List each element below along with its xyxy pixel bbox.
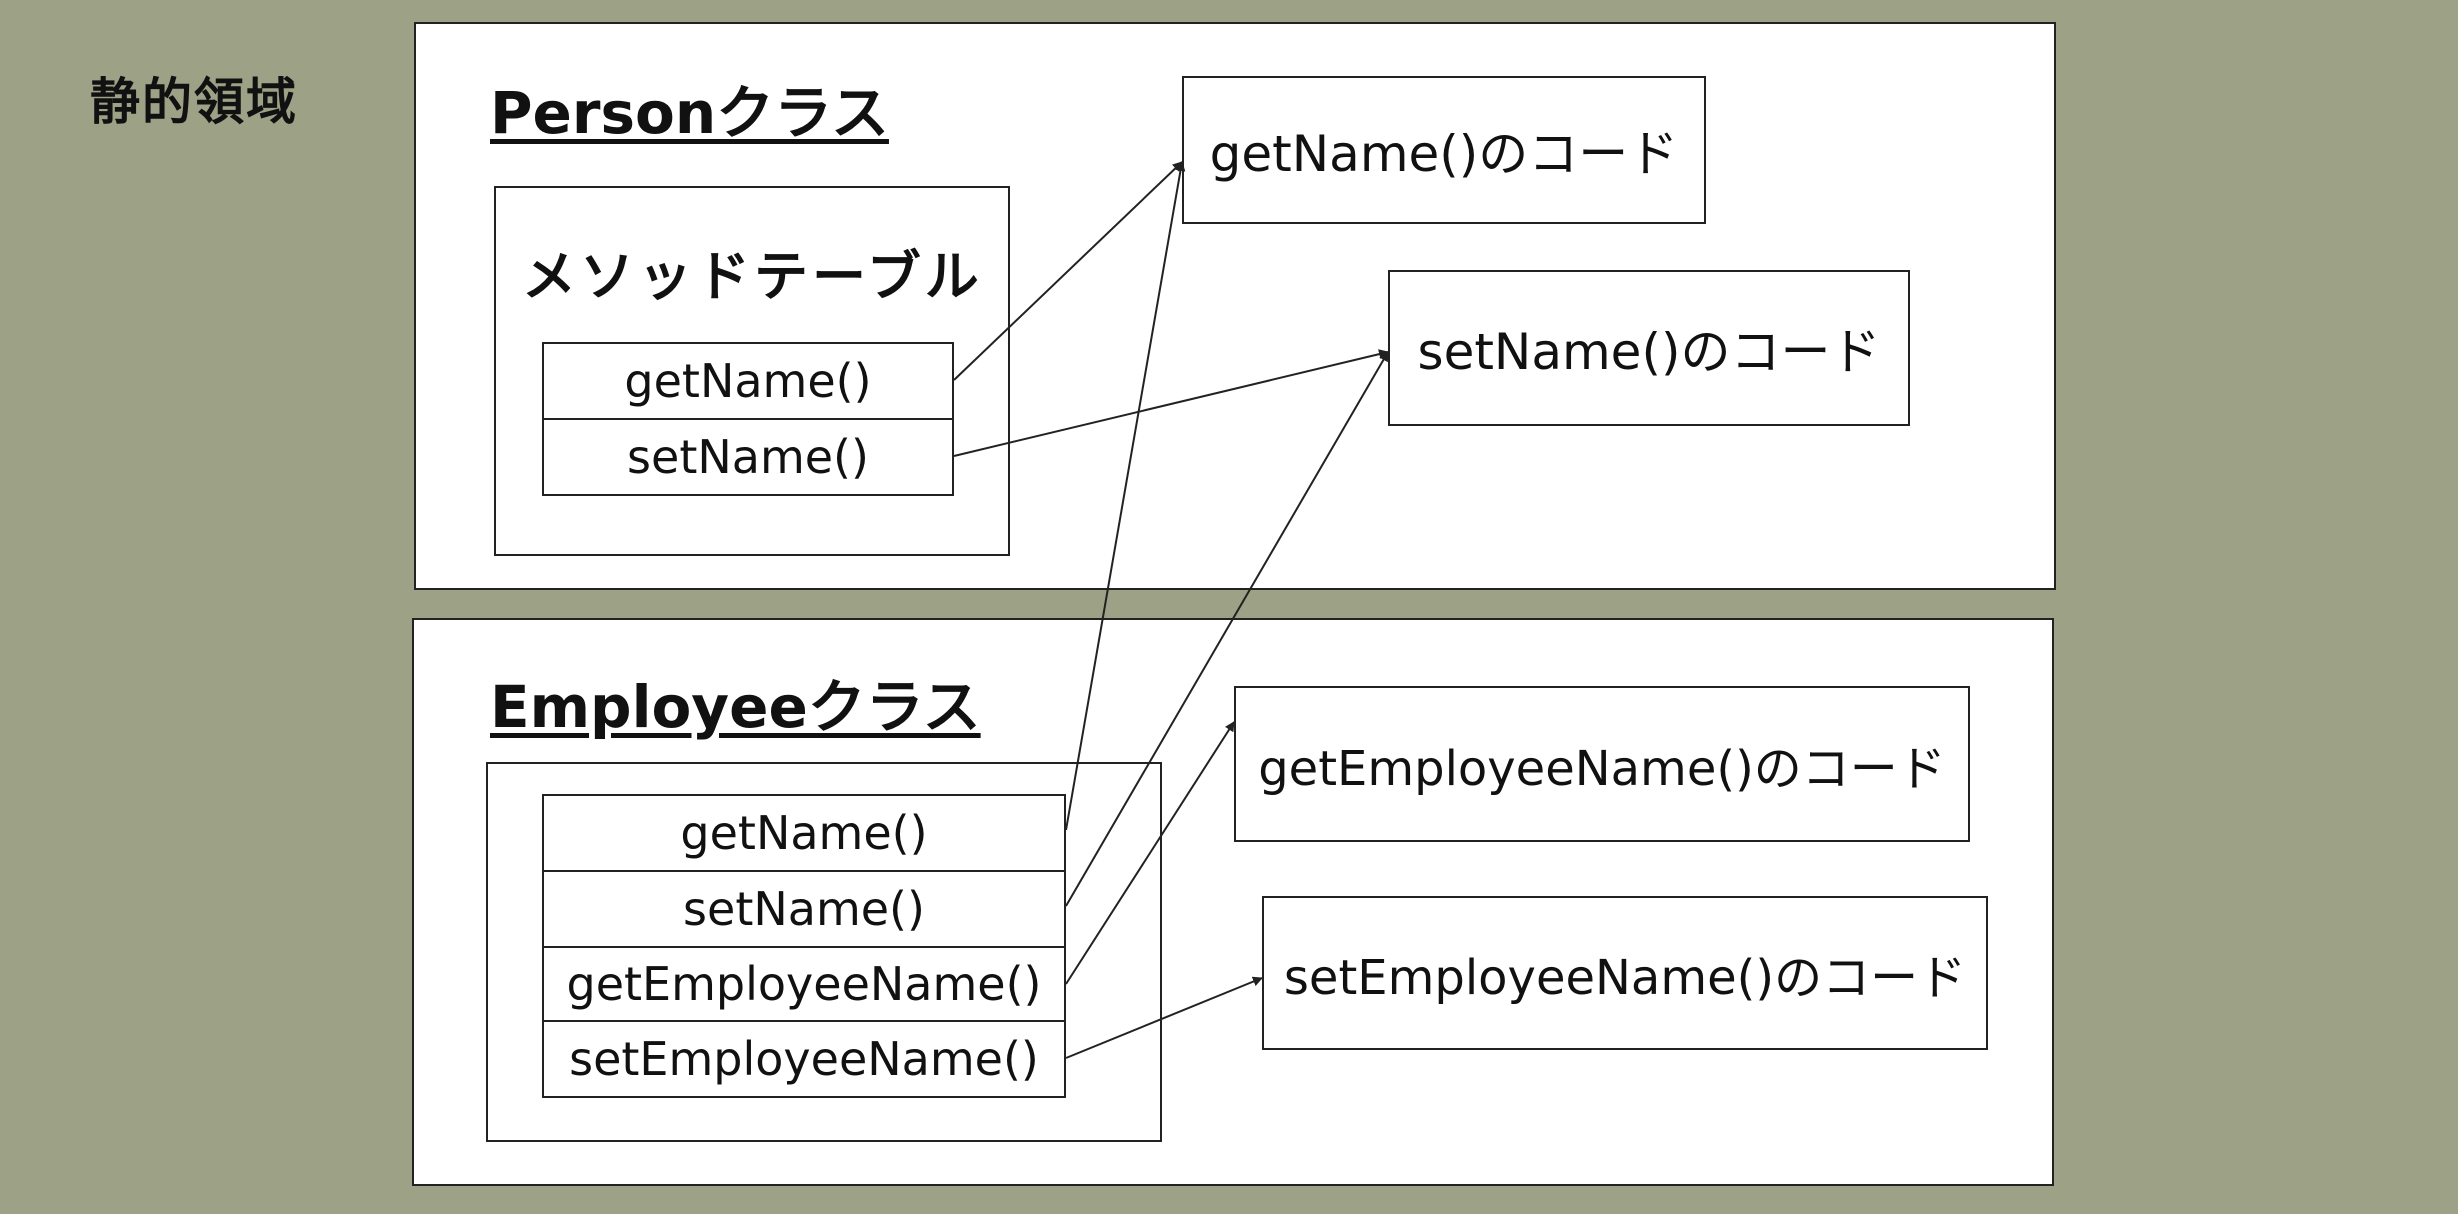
employee-class-title: Employeeクラス (490, 673, 981, 741)
employee-method-entry-setemployeename: setEmployeeName() (542, 1020, 1066, 1098)
getemployeename-code-block: getEmployeeName()のコード (1234, 686, 1970, 842)
setname-code-block: setName()のコード (1388, 270, 1910, 426)
static-area-label: 静的領域 (90, 73, 298, 131)
employee-method-entry-getname: getName() (542, 794, 1066, 872)
setemployeename-code-block: setEmployeeName()のコード (1262, 896, 1988, 1050)
person-method-entry-getname: getName() (542, 342, 954, 420)
person-method-entry-setname: setName() (542, 418, 954, 496)
employee-method-entry-getemployeename: getEmployeeName() (542, 946, 1066, 1022)
employee-method-entry-setname: setName() (542, 870, 1066, 948)
person-method-table-title: メソッドテーブル (522, 245, 983, 308)
getname-code-block: getName()のコード (1182, 76, 1706, 224)
person-class-title: Personクラス (490, 79, 889, 147)
